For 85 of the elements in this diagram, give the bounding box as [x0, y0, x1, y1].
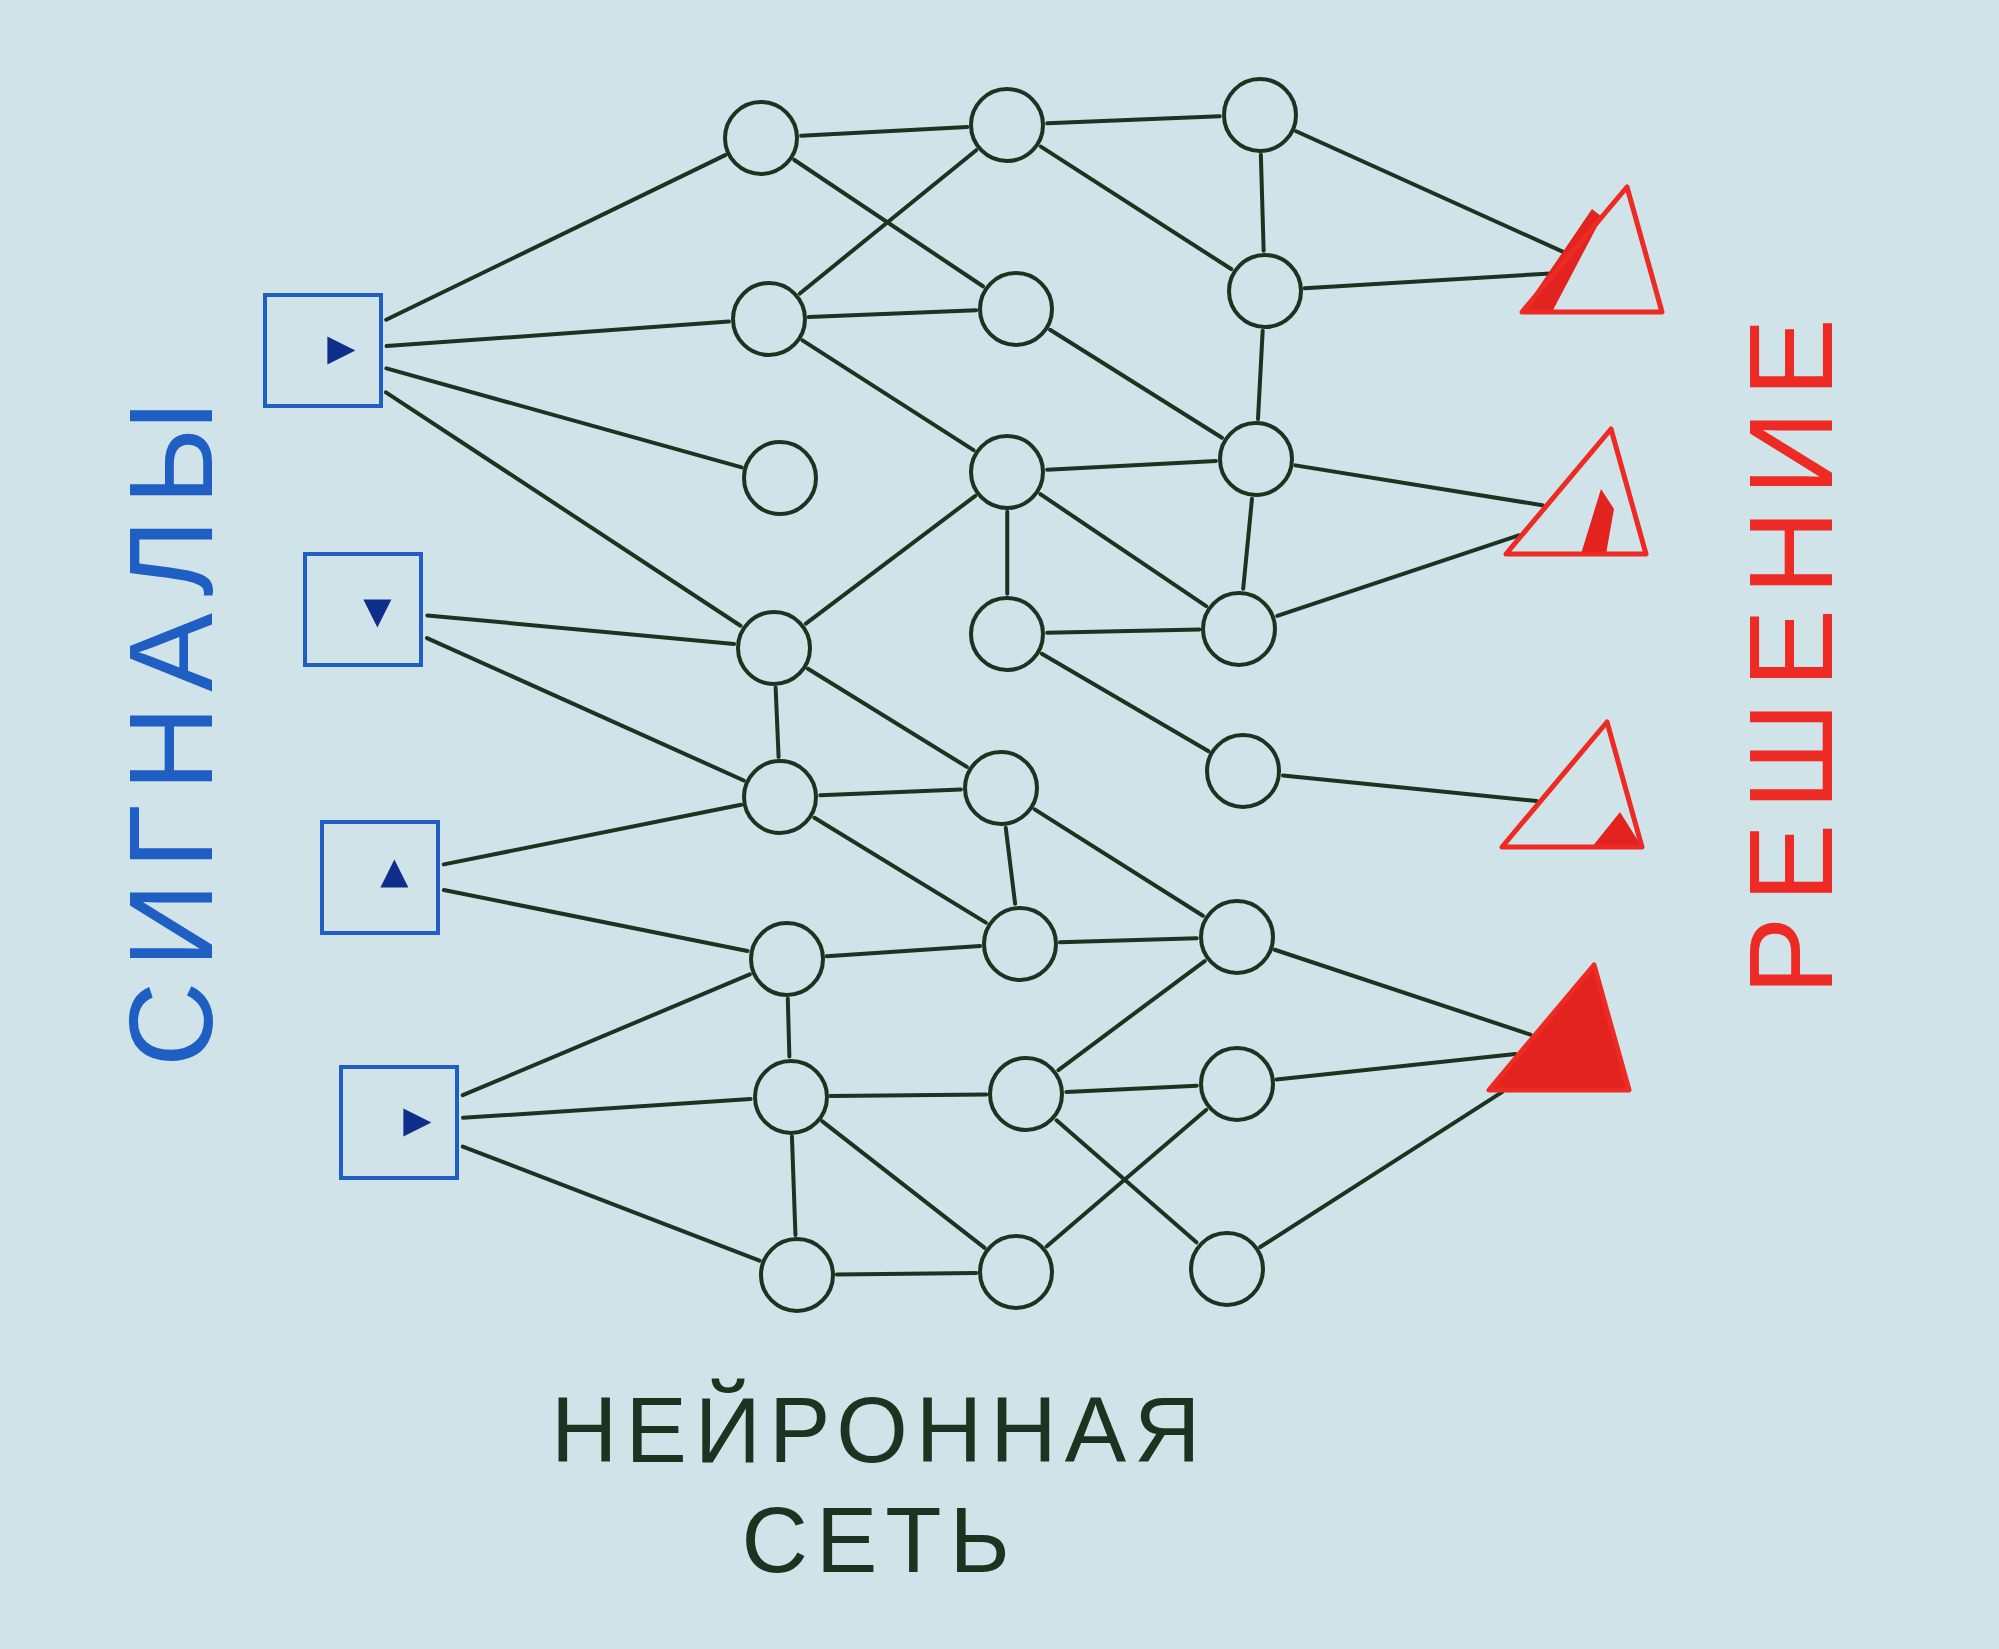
output-triangle	[1522, 186, 1663, 312]
connector-line	[812, 815, 988, 925]
connector-line	[384, 366, 744, 470]
connector-line	[1256, 328, 1265, 422]
neuron-circle	[969, 433, 1046, 510]
connector-line	[828, 1092, 989, 1099]
vertical-heading: СИГНАЛЫ	[104, 386, 239, 1067]
connector-line	[425, 636, 746, 783]
connector-line	[1258, 152, 1266, 253]
neuron-circle	[742, 440, 819, 517]
connector-line	[441, 802, 744, 867]
neuron-circle	[730, 280, 807, 357]
connector-line	[773, 685, 781, 759]
connector-line	[1064, 1083, 1199, 1094]
connector-line	[384, 153, 728, 322]
connector-line	[1038, 144, 1234, 272]
neuron-circle	[969, 86, 1046, 163]
neuron-circle	[1221, 76, 1298, 153]
neuron-circle	[1226, 252, 1303, 329]
neuron-circle	[988, 1055, 1065, 1132]
neuron-circle	[1201, 590, 1278, 667]
connector-line	[1293, 463, 1545, 508]
connector-line	[824, 944, 983, 959]
neuron-circle	[742, 758, 819, 835]
input-square	[262, 293, 383, 409]
neuron-circle	[1188, 1230, 1265, 1307]
neuron-circle	[758, 1237, 835, 1313]
connector-line	[1275, 533, 1521, 618]
connector-line	[1045, 627, 1202, 635]
connector-line	[820, 1119, 987, 1250]
neuron-circle	[962, 749, 1039, 826]
input-square	[339, 1064, 460, 1180]
connector-line	[800, 338, 976, 453]
neuron-circle	[748, 920, 825, 997]
connector-line	[818, 787, 963, 798]
output-triangle	[1489, 964, 1630, 1090]
connector-line	[1054, 1118, 1199, 1245]
connector-line	[1241, 496, 1254, 591]
output-triangle	[1501, 722, 1642, 848]
input-square	[303, 551, 424, 667]
connector-line	[797, 148, 979, 296]
connector-line	[785, 996, 792, 1059]
connector-line	[792, 157, 985, 289]
connector-line	[799, 125, 970, 138]
connector-line	[1045, 114, 1222, 126]
connector-line	[1056, 959, 1207, 1073]
connector-line	[834, 1270, 979, 1277]
connector-line	[1044, 1107, 1209, 1249]
connector-line	[1048, 327, 1224, 440]
connector-line	[805, 666, 969, 769]
connector-line	[806, 308, 979, 320]
neuron-circle	[978, 1234, 1055, 1311]
connector-line	[441, 888, 750, 953]
connector-line	[789, 1134, 798, 1238]
output-triangle	[1505, 429, 1646, 555]
neuron-circle	[1217, 421, 1294, 497]
connector-line	[1280, 773, 1539, 804]
neuron-circle	[978, 270, 1055, 347]
neuron-circle	[982, 905, 1058, 982]
neuron-circle	[723, 99, 800, 176]
neuron-circle	[969, 595, 1046, 672]
connector-line	[1274, 1051, 1518, 1082]
connector-line	[1272, 947, 1533, 1037]
connector-line	[1045, 459, 1218, 472]
connector-line	[1038, 492, 1209, 609]
connector-line	[803, 493, 978, 626]
neuron-circle	[1198, 1045, 1275, 1122]
connector-line	[383, 390, 743, 628]
connector-line	[460, 972, 752, 1098]
neuron-circle	[1205, 733, 1282, 810]
connector-line	[461, 1097, 753, 1120]
input-square	[319, 819, 440, 935]
connector-line	[1039, 651, 1211, 754]
connector-line	[460, 1144, 762, 1263]
neuron-circle	[752, 1058, 829, 1135]
neuron-circle	[1198, 899, 1275, 976]
diagram-caption: НЕЙРОННАЯ СЕТЬ	[550, 1377, 1210, 1594]
connector-line	[425, 613, 737, 646]
connector-line	[1005, 509, 1010, 596]
connector-line	[384, 319, 731, 349]
connector-line	[1058, 936, 1199, 945]
vertical-heading: РЕШЕНИЕ	[1723, 304, 1858, 996]
connector-line	[1003, 825, 1018, 906]
neuron-circle	[735, 609, 812, 686]
connector-line	[1032, 807, 1205, 918]
